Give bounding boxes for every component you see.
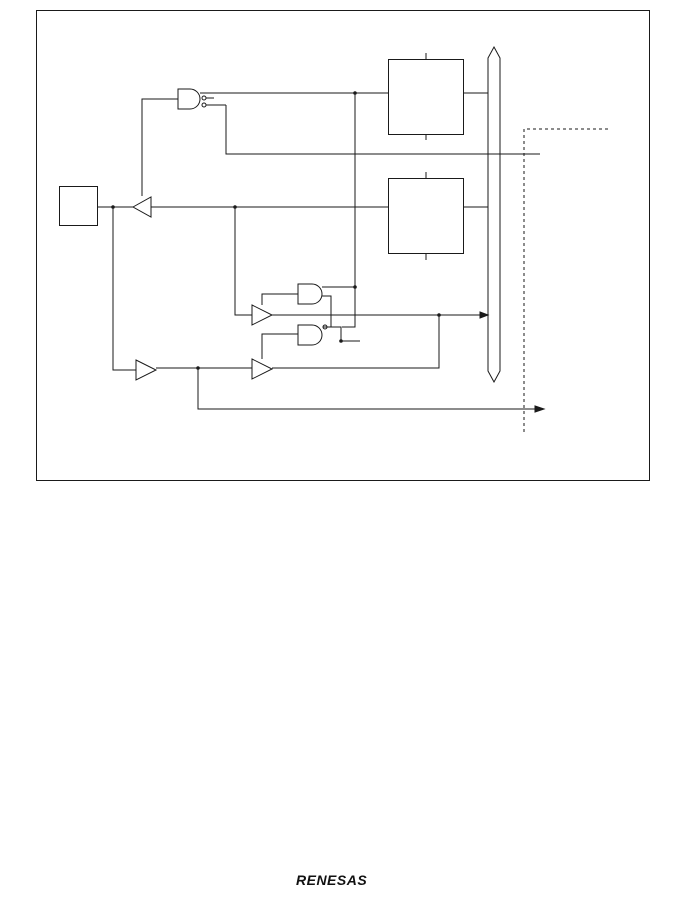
- and-gate-middle-lower: [297, 324, 323, 346]
- internal-data-bus: [487, 45, 501, 384]
- and-gate-middle-upper: [297, 283, 323, 305]
- output-buffer: [131, 196, 152, 218]
- junction-dot: [196, 366, 200, 370]
- invert-bubble-top-a: [201, 95, 207, 101]
- wire-control-line: [225, 105, 540, 155]
- renesas-logo: RENESAS: [296, 872, 367, 888]
- and-gate-top: [177, 88, 201, 110]
- junction-dot: [339, 339, 343, 343]
- arrow-to-bus: [479, 311, 490, 319]
- junction-dot: [233, 205, 237, 209]
- dashed-boundary: [523, 128, 610, 432]
- pin-box: [59, 186, 98, 226]
- wire-pin-to-input-buffer: [112, 207, 136, 371]
- wire-to-peripheral: [197, 368, 536, 410]
- register-box-upper: [388, 59, 464, 135]
- diagram-frame: [36, 10, 650, 481]
- read-buffer-lower: [251, 358, 274, 380]
- register-box-lower: [388, 178, 464, 254]
- junction-dot: [111, 205, 115, 209]
- junction-dot: [353, 285, 357, 289]
- junction-dot: [437, 313, 441, 317]
- read-buffer-upper: [251, 304, 274, 326]
- arrow-peripheral: [534, 405, 546, 413]
- input-buffer: [135, 359, 158, 381]
- logo-text: RENESAS: [296, 872, 367, 888]
- invert-bubble-top-b: [201, 102, 207, 108]
- junction-dot: [353, 91, 357, 95]
- wire-gate-to-buffer: [141, 98, 178, 196]
